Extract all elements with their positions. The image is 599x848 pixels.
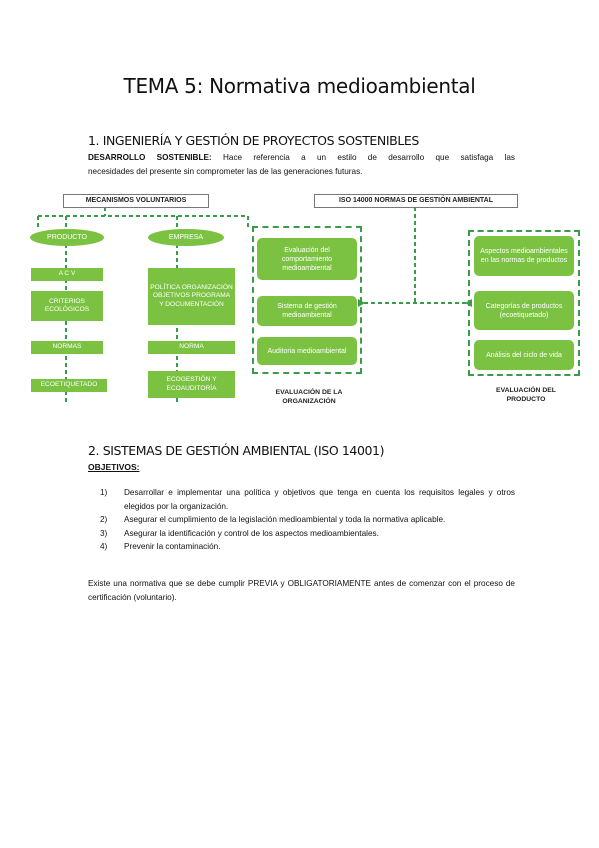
objectives-title: OBJETIVOS: [88, 462, 140, 472]
producto-eval-caption: EVALUACIÓN DEL PRODUCTO [496, 387, 556, 403]
producto-item: A C V [31, 268, 103, 281]
organizacion-caption: EVALUACIÓN DE LA ORGANIZACIÓN [275, 389, 343, 405]
definition-text-1: Hace referencia a un estilo de desarroll… [211, 153, 515, 162]
objective-item: 4)Prevenir la contaminación. [100, 542, 221, 551]
producto-node: PRODUCTO [30, 229, 104, 246]
producto-eval-item: Análisis del ciclo de vida [474, 340, 574, 370]
mecanismos-voluntarios-header: MECANISMOS VOLUNTARIOS [63, 194, 209, 208]
objective-item: 3)Asegurar la identificación y control d… [100, 528, 379, 538]
producto-item: NORMAS [31, 341, 103, 354]
iso-diagram: MECANISMOS VOLUNTARIOS ISO 14000 NORMAS … [28, 188, 580, 413]
closing-paragraph: Existe una normativa que se debe cumplir… [88, 579, 515, 602]
producto-item: ECOETIQUETADO [31, 379, 107, 392]
empresa-node: EMPRESA [148, 229, 224, 246]
organizacion-item: Auditoria medioambiental [257, 337, 357, 365]
objectives-list: 1)Desarrollar e implementar una política… [100, 486, 515, 554]
empresa-item: POLÍTICA ORGANIZACIÓN OBJETIVOS PROGRAMA… [148, 268, 235, 325]
empresa-item: NORMA [148, 341, 235, 354]
section-heading-1: 1. INGENIERÍA Y GESTIÓN DE PROYECTOS SOS… [88, 133, 419, 148]
page-title: TEMA 5: Normativa medioambiental [123, 74, 476, 98]
organizacion-item: Evaluación del comportamiento medioambie… [257, 238, 357, 280]
definition-paragraph: DESARROLLO SOSTENIBLE: Hace referencia a… [88, 151, 515, 178]
producto-eval-item: Aspectos medioambientales en las normas … [474, 236, 574, 276]
producto-item: CRITERIOS ECOLÓGICOS [31, 291, 103, 321]
objective-item: 2)Asegurar el cumplimiento de la legisla… [100, 515, 446, 524]
section-heading-2: 2. SISTEMAS DE GESTIÓN AMBIENTAL (ISO 14… [88, 443, 385, 458]
organizacion-group [252, 226, 362, 374]
objective-item: 1)Desarrollar e implementar una política… [100, 488, 515, 511]
producto-eval-item: Categorías de productos (ecoetiquetado) [474, 291, 574, 330]
organizacion-item: Sistema de gestión medioambiental [257, 296, 357, 326]
iso-14000-header: ISO 14000 NORMAS DE GESTIÓN AMBIENTAL [314, 194, 518, 208]
empresa-item: ECOGESTIÓN Y ECOAUDITORÍA [148, 371, 235, 398]
producto-eval-group [468, 230, 580, 376]
definition-term: DESARROLLO SOSTENIBLE: [88, 153, 212, 162]
definition-text-2: necesidades del presente sin comprometer… [88, 166, 363, 176]
